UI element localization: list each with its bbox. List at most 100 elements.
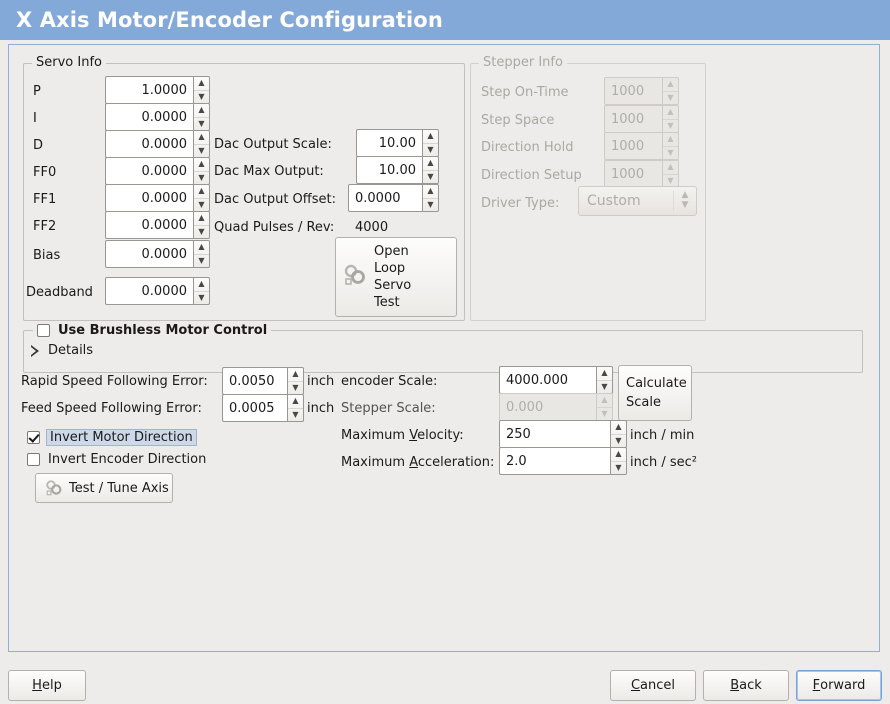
spin-up-icon[interactable]: ▲ — [615, 422, 622, 432]
servo-spin-bias[interactable]: 0.0000 ▲▼ — [105, 240, 210, 268]
servo-spin-i-value[interactable]: 0.0000 — [105, 103, 193, 131]
triangle-right-icon[interactable] — [31, 345, 39, 357]
spin-up-icon[interactable]: ▲ — [198, 242, 205, 252]
spin-down-icon[interactable]: ▼ — [663, 145, 678, 160]
spin-up-icon[interactable]: ▲ — [198, 105, 205, 115]
spin-down-icon[interactable]: ▼ — [194, 197, 209, 212]
open-loop-servo-test-button[interactable]: Open Loop Servo Test — [335, 237, 457, 317]
spin-down-icon[interactable]: ▼ — [597, 379, 612, 394]
dac-max-output-buttons[interactable]: ▲▼ — [422, 156, 439, 184]
direction-setup-buttons[interactable]: ▲▼ — [662, 160, 679, 188]
direction-hold-buttons[interactable]: ▲▼ — [662, 132, 679, 160]
spin-down-icon[interactable]: ▼ — [194, 170, 209, 185]
spin-up-icon[interactable]: ▲ — [667, 162, 674, 172]
spin-down-icon[interactable]: ▼ — [663, 90, 678, 105]
checkbox-box[interactable] — [27, 431, 40, 444]
spin-up-icon[interactable]: ▲ — [667, 79, 674, 89]
spin-up-icon[interactable]: ▲ — [198, 78, 205, 88]
dac-output-offset-buttons[interactable]: ▲▼ — [422, 184, 439, 212]
dac-output-offset-value[interactable]: 0.0000 — [348, 184, 422, 212]
maximum-acceleration-spin[interactable]: 2.0 ▲▼ — [499, 447, 627, 475]
servo-spin-ff0-value[interactable]: 0.0000 — [105, 157, 193, 185]
spin-down-icon[interactable]: ▼ — [663, 118, 678, 133]
rapid-following-error-buttons[interactable]: ▲▼ — [287, 367, 304, 395]
rapid-following-error-value[interactable]: 0.0050 — [222, 367, 287, 395]
spin-up-icon[interactable]: ▲ — [198, 132, 205, 142]
spin-up-icon[interactable]: ▲ — [615, 449, 622, 459]
spin-up-icon[interactable]: ▲ — [427, 131, 434, 141]
spin-up-icon[interactable]: ▲ — [601, 395, 608, 405]
spin-up-icon[interactable]: ▲ — [427, 186, 434, 196]
servo-spin-p-value[interactable]: 1.0000 — [105, 76, 193, 104]
maximum-acceleration-buttons[interactable]: ▲▼ — [610, 447, 627, 475]
step-on-time-value[interactable]: 1000 — [604, 77, 662, 105]
dac-output-scale-value[interactable]: 10.00 — [356, 129, 422, 157]
driver-type-combobox[interactable]: Custom ▲▼ — [578, 186, 697, 216]
servo-spin-i-buttons[interactable]: ▲▼ — [193, 103, 210, 131]
direction-setup-spin[interactable]: 1000 ▲▼ — [604, 160, 679, 188]
spin-up-icon[interactable]: ▲ — [198, 213, 205, 223]
stepper-scale-value[interactable]: 0.000 — [499, 393, 596, 421]
invert-encoder-direction-checkbox[interactable]: Invert Encoder Direction — [27, 452, 206, 467]
step-space-buttons[interactable]: ▲▼ — [662, 105, 679, 133]
servo-spin-ff2[interactable]: 0.0000 ▲▼ — [105, 211, 210, 239]
stepper-scale-buttons[interactable]: ▲▼ — [596, 393, 613, 421]
spin-down-icon[interactable]: ▼ — [611, 460, 626, 475]
step-on-time-buttons[interactable]: ▲▼ — [662, 77, 679, 105]
encoder-scale-spin[interactable]: 4000.000 ▲▼ — [499, 366, 613, 394]
spin-down-icon[interactable]: ▼ — [423, 197, 438, 212]
step-space-spin[interactable]: 1000 ▲▼ — [604, 105, 679, 133]
spin-down-icon[interactable]: ▼ — [194, 253, 209, 268]
dac-output-scale-buttons[interactable]: ▲▼ — [422, 129, 439, 157]
spin-down-icon[interactable]: ▼ — [423, 142, 438, 157]
servo-spin-bias-value[interactable]: 0.0000 — [105, 240, 193, 268]
spin-up-icon[interactable]: ▲ — [667, 107, 674, 117]
step-on-time-spin[interactable]: 1000 ▲▼ — [604, 77, 679, 105]
spin-down-icon[interactable]: ▼ — [288, 380, 303, 395]
maximum-acceleration-value[interactable]: 2.0 — [499, 447, 610, 475]
spin-down-icon[interactable]: ▼ — [194, 143, 209, 158]
servo-spin-d-value[interactable]: 0.0000 — [105, 130, 193, 158]
spin-down-icon[interactable]: ▼ — [597, 406, 612, 421]
servo-spin-ff0-buttons[interactable]: ▲▼ — [193, 157, 210, 185]
spin-down-icon[interactable]: ▼ — [288, 407, 303, 422]
spin-down-icon[interactable]: ▼ — [611, 433, 626, 448]
feed-following-error-spin[interactable]: 0.0005 ▲▼ — [222, 394, 304, 422]
servo-spin-ff0[interactable]: 0.0000 ▲▼ — [105, 157, 210, 185]
servo-spin-bias-buttons[interactable]: ▲▼ — [193, 240, 210, 268]
feed-following-error-buttons[interactable]: ▲▼ — [287, 394, 304, 422]
spin-up-icon[interactable]: ▲ — [198, 159, 205, 169]
stepper-scale-spin[interactable]: 0.000 ▲▼ — [499, 393, 613, 421]
details-expander[interactable]: Details — [31, 343, 93, 358]
spin-down-icon[interactable]: ▼ — [663, 173, 678, 188]
spin-up-icon[interactable]: ▲ — [198, 186, 205, 196]
servo-spin-ff2-buttons[interactable]: ▲▼ — [193, 211, 210, 239]
servo-spin-ff1-value[interactable]: 0.0000 — [105, 184, 193, 212]
servo-spin-d[interactable]: 0.0000 ▲▼ — [105, 130, 210, 158]
spin-down-icon[interactable]: ▼ — [194, 224, 209, 239]
spin-up-icon[interactable]: ▲ — [667, 134, 674, 144]
maximum-velocity-spin[interactable]: 250 ▲▼ — [499, 420, 627, 448]
servo-spin-p-buttons[interactable]: ▲▼ — [193, 76, 210, 104]
step-space-value[interactable]: 1000 — [604, 105, 662, 133]
use-brushless-checkbox[interactable]: Use Brushless Motor Control — [33, 323, 272, 338]
servo-spin-i[interactable]: 0.0000 ▲▼ — [105, 103, 210, 131]
checkbox-box[interactable] — [27, 453, 40, 466]
servo-spin-d-buttons[interactable]: ▲▼ — [193, 130, 210, 158]
dac-max-output-value[interactable]: 10.00 — [356, 156, 422, 184]
dac-output-offset-spin[interactable]: 0.0000 ▲▼ — [348, 184, 439, 212]
spin-up-icon[interactable]: ▲ — [198, 279, 205, 289]
direction-setup-value[interactable]: 1000 — [604, 160, 662, 188]
dac-max-output-spin[interactable]: 10.00 ▲▼ — [356, 156, 439, 184]
servo-spin-p[interactable]: 1.0000 ▲▼ — [105, 76, 210, 104]
servo-spin-ff2-value[interactable]: 0.0000 — [105, 211, 193, 239]
maximum-velocity-value[interactable]: 250 — [499, 420, 610, 448]
spin-up-icon[interactable]: ▲ — [292, 396, 299, 406]
spin-up-icon[interactable]: ▲ — [427, 158, 434, 168]
spin-up-icon[interactable]: ▲ — [292, 369, 299, 379]
maximum-velocity-buttons[interactable]: ▲▼ — [610, 420, 627, 448]
